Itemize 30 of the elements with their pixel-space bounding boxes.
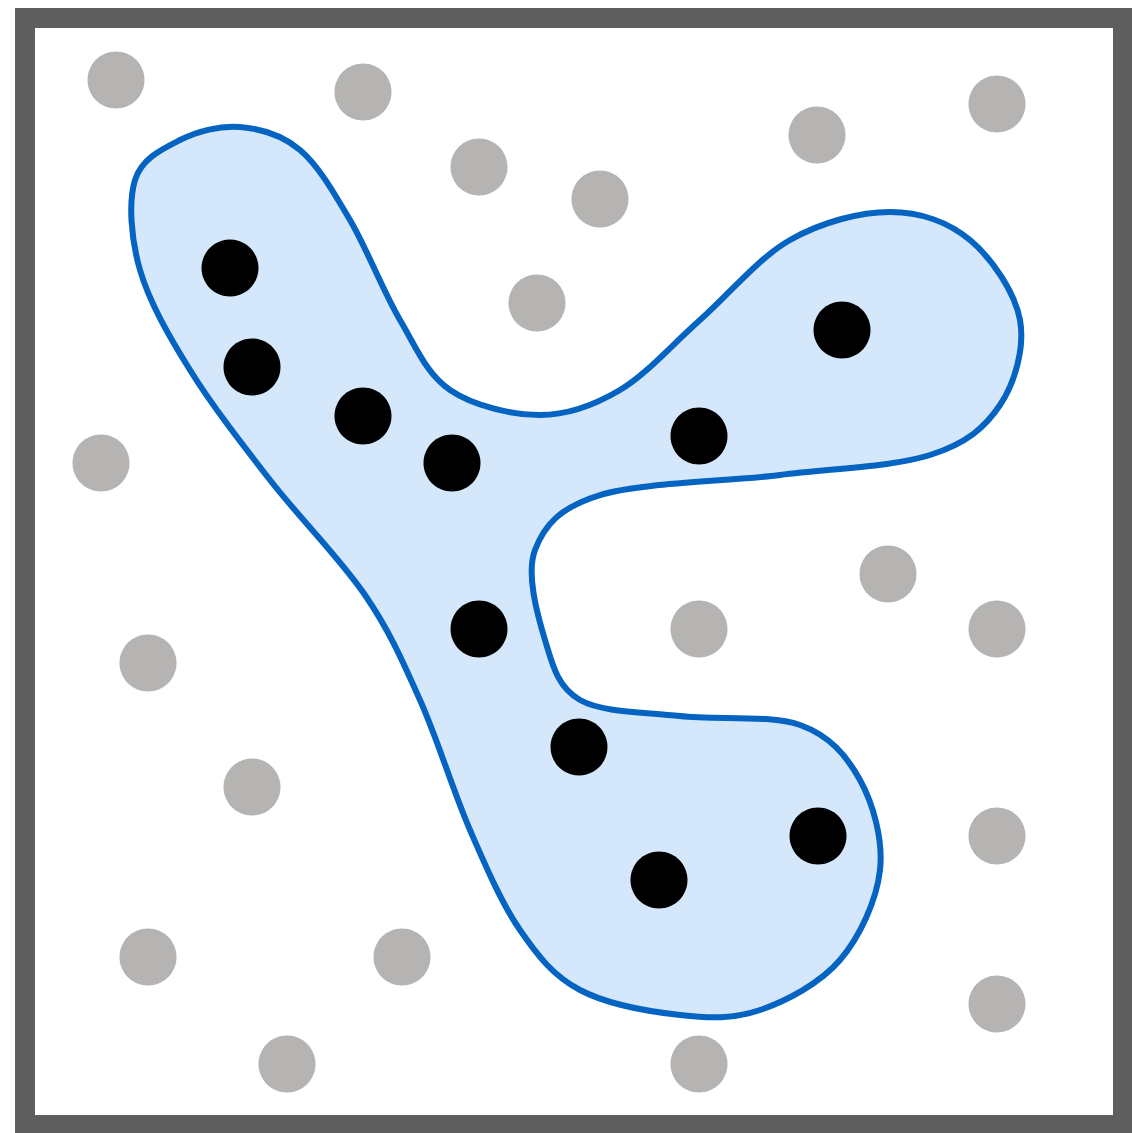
dot bbox=[87, 51, 145, 109]
dot bbox=[968, 807, 1026, 865]
dot bbox=[859, 545, 917, 603]
dot bbox=[223, 758, 281, 816]
dot bbox=[334, 387, 392, 445]
dot bbox=[373, 928, 431, 986]
dot bbox=[72, 434, 130, 492]
dot bbox=[201, 239, 259, 297]
dot bbox=[450, 138, 508, 196]
dot bbox=[571, 170, 629, 228]
dot bbox=[968, 975, 1026, 1033]
dot bbox=[789, 807, 847, 865]
dot bbox=[119, 634, 177, 692]
dot bbox=[334, 63, 392, 121]
dot bbox=[968, 600, 1026, 658]
dot bbox=[450, 600, 508, 658]
dot bbox=[119, 928, 177, 986]
dot bbox=[968, 75, 1026, 133]
dot bbox=[223, 338, 281, 396]
dot bbox=[670, 600, 728, 658]
dot bbox=[550, 718, 608, 776]
dot bbox=[423, 434, 481, 492]
dot bbox=[813, 301, 871, 359]
region-blob bbox=[128, 123, 1025, 1021]
dot bbox=[258, 1035, 316, 1093]
dot bbox=[508, 274, 566, 332]
dot bbox=[630, 851, 688, 909]
dot bbox=[670, 1035, 728, 1093]
dot bbox=[788, 106, 846, 164]
dot bbox=[670, 407, 728, 465]
